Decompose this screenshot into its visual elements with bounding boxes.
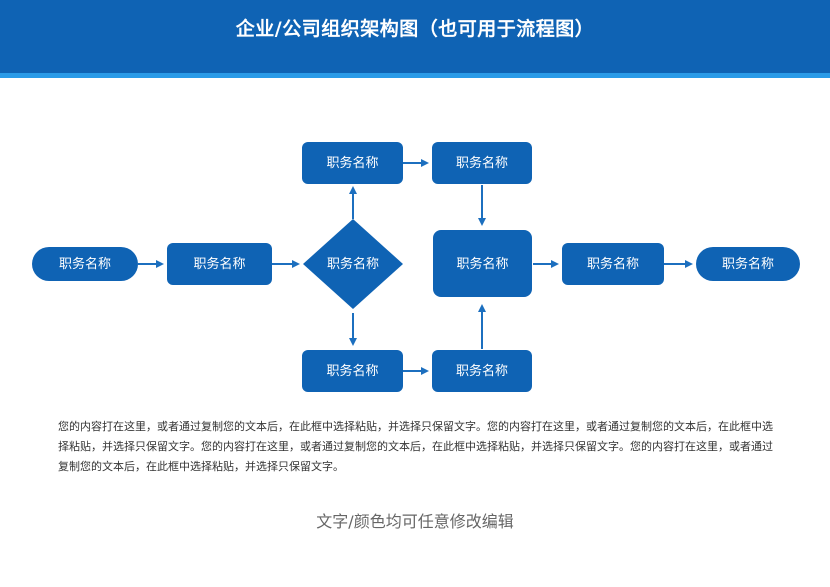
- node-center-label: 职务名称: [456, 256, 508, 272]
- node-end: 职务名称: [696, 247, 800, 281]
- node-start: 职务名称: [32, 247, 138, 281]
- description-text: 您的内容打在这里，或者通过复制您的文本后，在此框中选择粘贴，并选择只保留文字。您…: [58, 420, 773, 473]
- node-bottom-right-label: 职务名称: [456, 363, 508, 379]
- node-bottom-left-label: 职务名称: [326, 363, 378, 379]
- page-title: 企业/公司组织架构图（也可用于流程图）: [235, 18, 595, 40]
- footer-note: 文字/颜色均可任意修改编辑: [316, 512, 514, 531]
- node-step1-label: 职务名称: [193, 256, 245, 272]
- node-step2-label: 职务名称: [587, 256, 639, 272]
- node-decision: 职务名称: [303, 219, 403, 309]
- header-banner: 企业/公司组织架构图（也可用于流程图）: [0, 0, 830, 78]
- node-center: 职务名称: [433, 230, 532, 297]
- node-top-left: 职务名称: [302, 142, 403, 184]
- node-decision-label: 职务名称: [327, 256, 379, 272]
- node-top-right-label: 职务名称: [456, 155, 508, 171]
- node-step2: 职务名称: [562, 243, 664, 285]
- node-end-label: 职务名称: [722, 256, 774, 272]
- connectors: [138, 159, 693, 375]
- node-start-label: 职务名称: [59, 256, 111, 272]
- node-step1: 职务名称: [167, 243, 272, 285]
- node-top-right: 职务名称: [432, 142, 532, 184]
- node-bottom-right: 职务名称: [432, 350, 532, 392]
- node-bottom-left: 职务名称: [302, 350, 403, 392]
- node-top-left-label: 职务名称: [326, 155, 378, 171]
